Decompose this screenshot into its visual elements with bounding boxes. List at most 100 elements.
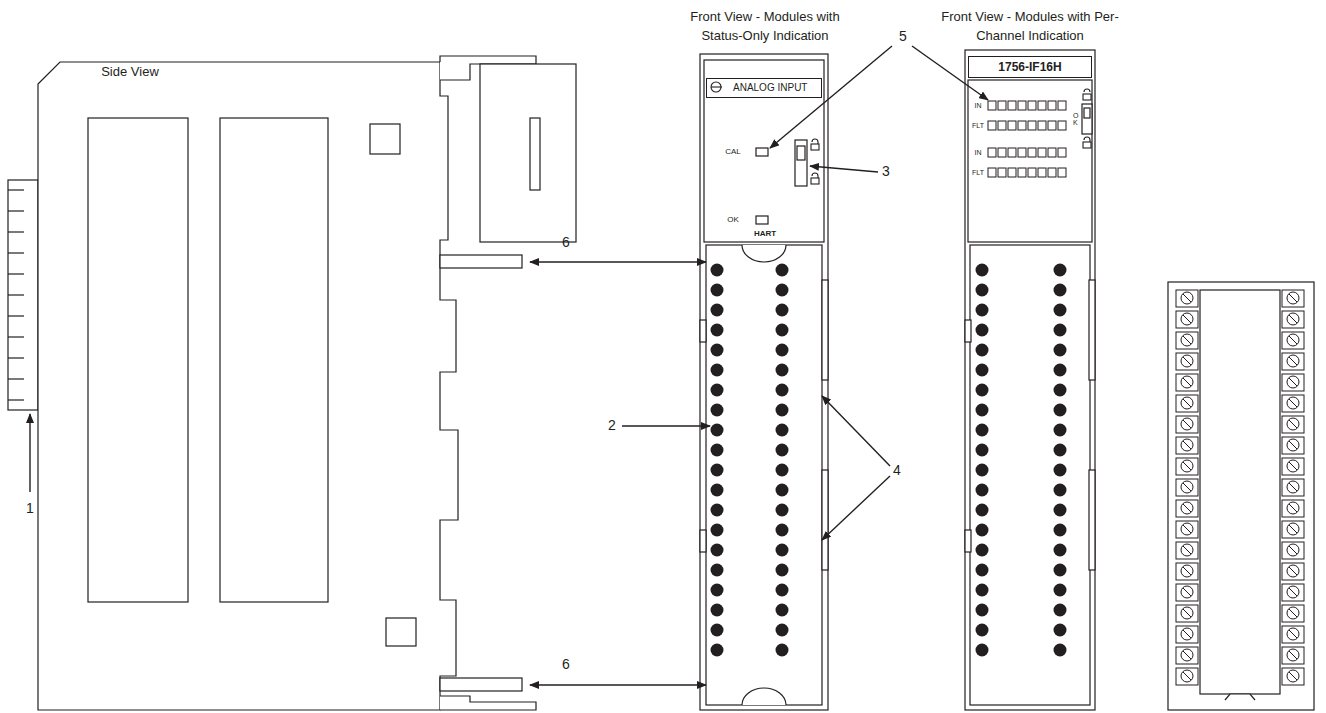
status-led: [1018, 121, 1026, 130]
screw-cell: [1176, 626, 1198, 643]
terminal-hole: [976, 624, 989, 637]
terminal-hole: [711, 564, 724, 577]
screw-cell: [1282, 647, 1304, 664]
screw: [1287, 649, 1299, 661]
terminal-hole: [776, 604, 789, 617]
screw: [1181, 376, 1193, 388]
terminal-hole: [1054, 464, 1067, 477]
terminal-hole: [1054, 344, 1067, 357]
status-led: [1058, 168, 1066, 177]
screw-cell: [1176, 647, 1198, 664]
screw-cell: [1176, 311, 1198, 328]
catalog-number-box: 1756-IF16H: [968, 56, 1092, 78]
screw-cell: [1176, 395, 1198, 412]
screw: [1181, 607, 1193, 619]
status-led: [1008, 168, 1016, 177]
terminal-hole: [1054, 284, 1067, 297]
status-led: [998, 121, 1006, 130]
terminal-hole: [776, 404, 789, 417]
status-led: [1008, 121, 1016, 130]
screw: [1181, 439, 1193, 451]
screw-cell: [1176, 563, 1198, 580]
status-led: [1018, 101, 1026, 110]
screw-cell: [1176, 584, 1198, 601]
screw: [1287, 544, 1299, 556]
screw-cell: [1282, 437, 1304, 454]
terminal-hole: [976, 284, 989, 297]
connector-pin: [8, 231, 24, 232]
led-label: IN: [975, 102, 982, 110]
status-led: [1038, 121, 1046, 130]
screw-cell: [1282, 584, 1304, 601]
screw-cell: [1282, 668, 1304, 685]
terminal-hole: [711, 424, 724, 437]
terminal-hole: [1054, 404, 1067, 417]
screw: [1287, 502, 1299, 514]
terminal-hole: [711, 624, 724, 637]
terminal-hole: [976, 484, 989, 497]
status-led: [1038, 168, 1046, 177]
screw: [1287, 418, 1299, 430]
terminal-hole: [711, 544, 724, 557]
terminal-hole: [1054, 384, 1067, 397]
callout-number: 1: [26, 500, 34, 517]
terminal-hole: [976, 384, 989, 397]
screw: [1181, 523, 1193, 535]
view-title: Front View - Modules with Status-Only In…: [670, 8, 860, 46]
terminal-hole: [776, 264, 789, 277]
connector-pin: [8, 189, 24, 190]
terminal-hole: [776, 384, 789, 397]
terminal-hole: [711, 584, 724, 597]
status-led: [988, 121, 996, 130]
screw-cell: [1282, 500, 1304, 517]
screw: [1181, 586, 1193, 598]
terminal-hole: [711, 344, 724, 357]
terminal-hole: [711, 524, 724, 537]
terminal-hole: [711, 264, 724, 277]
connector-pin: [8, 315, 24, 316]
connector-pin: [8, 399, 24, 400]
terminal-hole: [776, 624, 789, 637]
screw: [1287, 670, 1299, 682]
screw-cell: [1282, 353, 1304, 370]
led-label: OK: [727, 215, 739, 225]
screw: [1181, 628, 1193, 640]
callout-number: 2: [608, 417, 616, 434]
screw: [1287, 565, 1299, 577]
module-title: 1756-IF16H: [969, 57, 1091, 77]
callout-number: 6: [562, 656, 570, 673]
terminal-hole: [711, 484, 724, 497]
screw-cell: [1282, 563, 1304, 580]
screw: [1181, 481, 1193, 493]
terminal-hole: [1054, 604, 1067, 617]
module-name-box: ANALOG INPUT: [706, 78, 822, 98]
terminal-hole: [1054, 644, 1067, 657]
screw-cell: [1282, 290, 1304, 307]
terminal-hole: [1054, 624, 1067, 637]
screw-cell: [1282, 605, 1304, 622]
led-label: CAL: [725, 147, 741, 157]
terminal-hole: [776, 584, 789, 597]
terminal-hole: [776, 284, 789, 297]
terminal-hole: [1054, 484, 1067, 497]
screw-cell: [1176, 605, 1198, 622]
view-title: Front View - Modules with Per-Channel In…: [935, 8, 1125, 46]
terminal-hole: [976, 464, 989, 477]
terminal-hole: [976, 644, 989, 657]
terminal-hole: [1054, 324, 1067, 337]
terminal-hole: [976, 544, 989, 557]
screw-cell: [1176, 353, 1198, 370]
screw-cell: [1176, 500, 1198, 517]
status-led: [1048, 121, 1056, 130]
led-label: FLT: [972, 122, 984, 130]
connector-pin: [8, 378, 24, 379]
terminal-hole: [976, 444, 989, 457]
screw-cell: [1176, 416, 1198, 433]
screw: [1287, 376, 1299, 388]
status-led: [1008, 101, 1016, 110]
terminal-hole: [711, 304, 724, 317]
terminal-hole: [1054, 524, 1067, 537]
callout-number: 6: [562, 234, 570, 251]
screw-cell: [1282, 311, 1304, 328]
terminal-hole: [776, 444, 789, 457]
